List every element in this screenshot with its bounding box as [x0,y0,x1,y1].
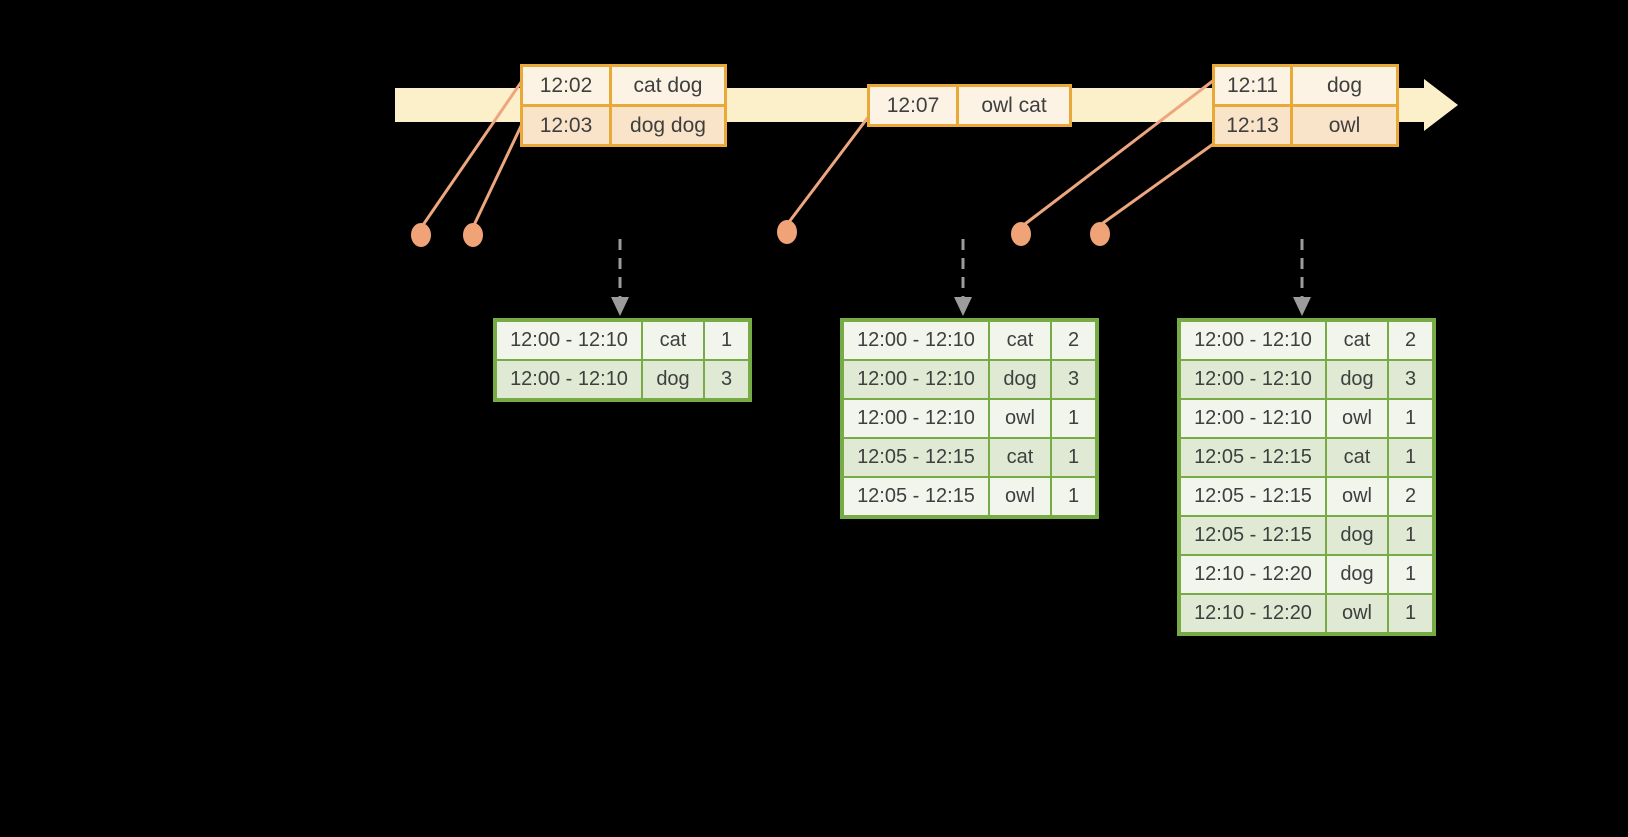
word-cell: owl [1325,398,1389,439]
count-cell: 2 [1050,319,1098,361]
result-row: 12:00 - 12:10 owl 1 [841,398,1098,439]
word-cell: cat [988,437,1052,478]
window-cell: 12:00 - 12:10 [1178,359,1327,400]
count-cell: 2 [1387,319,1435,361]
result-row: 12:00 - 12:10 dog 3 [494,359,751,401]
window-cell: 12:00 - 12:10 [494,359,643,401]
result-row: 12:00 - 12:10 dog 3 [841,359,1098,400]
result-table-1: 12:00 - 12:10 cat 1 12:00 - 12:10 dog 3 [493,318,752,402]
count-cell: 3 [1050,359,1098,400]
result-table-3: 12:00 - 12:10 cat 2 12:00 - 12:10 dog 3 … [1177,318,1436,636]
word-cell: dog [641,359,705,401]
event-time-cell: 12:07 [867,84,959,127]
window-cell: 12:00 - 12:10 [1178,398,1327,439]
event-dot [1011,222,1031,246]
result-row: 12:05 - 12:15 owl 1 [841,476,1098,518]
count-cell: 1 [1387,437,1435,478]
event-row: 12:03 dog dog [520,104,727,147]
event-time-cell: 12:02 [520,64,612,107]
count-cell: 1 [1387,515,1435,556]
window-cell: 12:10 - 12:20 [1178,593,1327,635]
event-words-cell: dog [1290,64,1399,107]
event-dot [463,223,483,247]
event-dot [411,223,431,247]
word-cell: owl [988,398,1052,439]
count-cell: 1 [1050,437,1098,478]
trigger-arrow-head [1293,297,1311,316]
window-cell: 12:00 - 12:10 [841,359,990,400]
word-cell: cat [641,319,705,361]
word-cell: cat [1325,319,1389,361]
window-cell: 12:05 - 12:15 [841,437,990,478]
count-cell: 2 [1387,476,1435,517]
event-time-cell: 12:13 [1212,104,1293,147]
result-row: 12:05 - 12:15 cat 1 [1178,437,1435,478]
connector-lines [421,76,1218,227]
event-row: 12:11 dog [1212,64,1399,107]
event-words-cell: dog dog [609,104,727,147]
window-cell: 12:05 - 12:15 [1178,476,1327,517]
event-words-cell: owl [1290,104,1399,147]
result-row: 12:05 - 12:15 dog 1 [1178,515,1435,556]
event-words-cell: owl cat [956,84,1072,127]
window-cell: 12:05 - 12:15 [841,476,990,518]
event-table-1: 12:02 cat dog 12:03 dog dog [520,64,727,147]
event-dot [777,220,797,244]
count-cell: 1 [703,319,751,361]
event-dots [411,220,1110,247]
window-cell: 12:00 - 12:10 [494,319,643,361]
count-cell: 1 [1387,554,1435,595]
word-cell: owl [1325,593,1389,635]
result-row: 12:00 - 12:10 dog 3 [1178,359,1435,400]
result-row: 12:00 - 12:10 owl 1 [1178,398,1435,439]
word-cell: dog [1325,515,1389,556]
result-row: 12:10 - 12:20 dog 1 [1178,554,1435,595]
window-cell: 12:05 - 12:15 [1178,437,1327,478]
connector-line [1101,140,1218,225]
count-cell: 3 [1387,359,1435,400]
timeline-arrowhead [1424,79,1458,131]
event-table-2: 12:07 owl cat [867,84,1072,127]
window-cell: 12:10 - 12:20 [1178,554,1327,595]
result-table-2: 12:00 - 12:10 cat 2 12:00 - 12:10 dog 3 … [840,318,1099,519]
connector-line [787,114,871,224]
event-dot [1090,222,1110,246]
event-row: 12:13 owl [1212,104,1399,147]
event-row: 12:02 cat dog [520,64,727,107]
event-words-cell: cat dog [609,64,727,107]
word-cell: dog [988,359,1052,400]
connector-line [421,76,526,227]
word-cell: dog [1325,554,1389,595]
word-cell: dog [1325,359,1389,400]
trigger-arrow-head [954,297,972,316]
count-cell: 1 [1387,398,1435,439]
result-row: 12:10 - 12:20 owl 1 [1178,593,1435,635]
event-time-cell: 12:03 [520,104,612,147]
result-row: 12:00 - 12:10 cat 1 [494,319,751,361]
trigger-arrow-head [611,297,629,316]
connector-line [1023,78,1216,226]
result-row: 12:00 - 12:10 cat 2 [1178,319,1435,361]
result-row: 12:05 - 12:15 owl 2 [1178,476,1435,517]
result-row: 12:05 - 12:15 cat 1 [841,437,1098,478]
window-cell: 12:00 - 12:10 [1178,319,1327,361]
window-cell: 12:05 - 12:15 [1178,515,1327,556]
word-cell: owl [988,476,1052,518]
event-table-3: 12:11 dog 12:13 owl [1212,64,1399,147]
event-row: 12:07 owl cat [867,84,1072,127]
count-cell: 1 [1050,476,1098,518]
count-cell: 1 [1050,398,1098,439]
window-cell: 12:00 - 12:10 [841,398,990,439]
count-cell: 1 [1387,593,1435,635]
word-cell: owl [1325,476,1389,517]
event-time-cell: 12:11 [1212,64,1293,107]
connector-line [473,122,524,225]
word-cell: cat [1325,437,1389,478]
trigger-arrows [611,239,1311,316]
window-cell: 12:00 - 12:10 [841,319,990,361]
count-cell: 3 [703,359,751,401]
word-cell: cat [988,319,1052,361]
result-row: 12:00 - 12:10 cat 2 [841,319,1098,361]
